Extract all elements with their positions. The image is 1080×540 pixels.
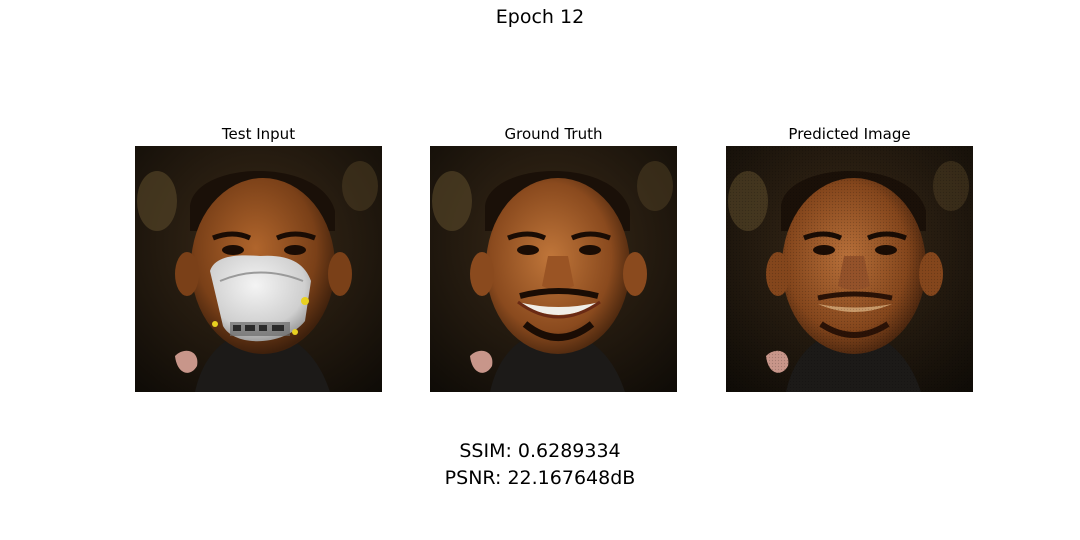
- test-input-image: [135, 146, 382, 392]
- predicted-image: [726, 146, 973, 392]
- panel-title-predicted-image: Predicted Image: [788, 125, 911, 143]
- panel-title-test-input: Test Input: [221, 125, 296, 143]
- panel-title-ground-truth: Ground Truth: [504, 125, 603, 143]
- face-reconstructed-graphic: [726, 146, 973, 392]
- face-with-mask-graphic: [135, 146, 382, 392]
- figure-title: Epoch 12: [495, 6, 585, 28]
- face-smiling-graphic: [430, 146, 677, 392]
- psnr-metric: PSNR: 22.167648dB: [444, 467, 636, 489]
- ground-truth-image: [430, 146, 677, 392]
- ssim-metric: SSIM: 0.6289334: [459, 440, 621, 462]
